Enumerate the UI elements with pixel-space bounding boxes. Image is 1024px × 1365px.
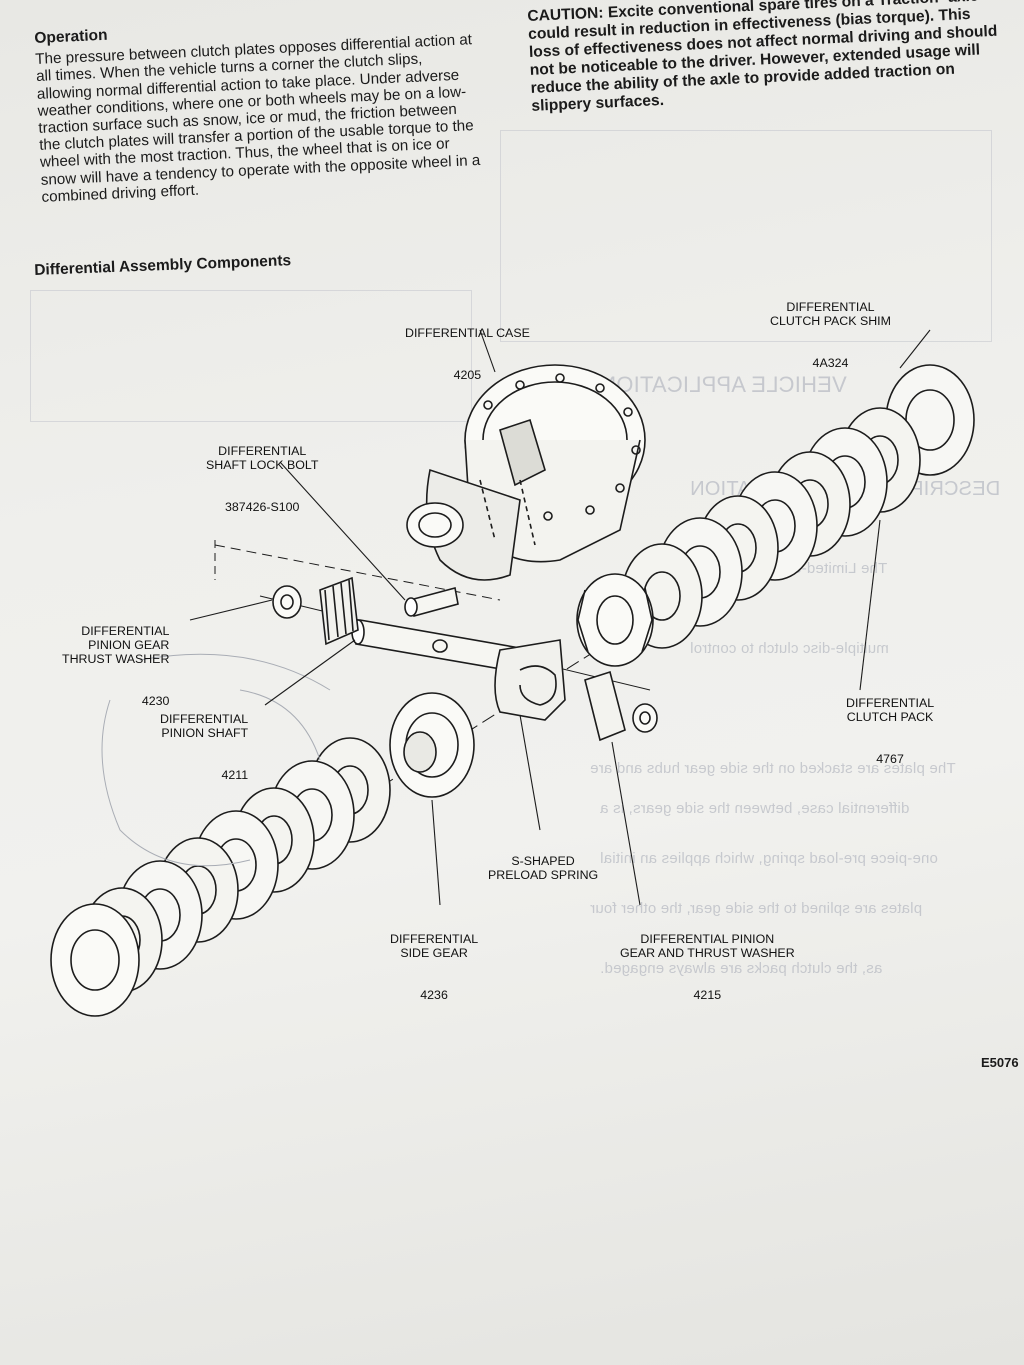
- pinion-thrust-washer-label: DIFFERENTIAL PINION GEAR THRUST WASHER 4…: [62, 596, 169, 736]
- pinion-shaft: [351, 619, 521, 673]
- shim-label-part: 4A324: [812, 356, 849, 370]
- lock-bolt: [404, 587, 459, 617]
- housing-sketch: [101, 653, 331, 867]
- clutch-pack-label-part: 4767: [876, 752, 904, 766]
- clutch-pack-label: DIFFERENTIAL CLUTCH PACK 4767: [846, 668, 934, 794]
- spring-label-name: S-SHAPED PRELOAD SPRING: [488, 854, 599, 882]
- shim-label: DIFFERENTIAL CLUTCH PACK SHIM 4A324: [770, 272, 891, 398]
- pinion-gear-label: DIFFERENTIAL PINION GEAR AND THRUST WASH…: [620, 904, 795, 1030]
- case-label: DIFFERENTIAL CASE 4205: [405, 298, 530, 410]
- bleed-through-table: [30, 290, 472, 422]
- spring-label: S-SHAPED PRELOAD SPRING: [488, 826, 598, 910]
- preload-spring: [494, 639, 566, 721]
- lock-bolt-label-name: DIFFERENTIAL SHAFT LOCK BOLT: [206, 444, 319, 472]
- side-gear-label-part: 4236: [420, 988, 448, 1002]
- upper-side-gear: [576, 573, 654, 667]
- leader-lines: [189, 329, 931, 906]
- shim-label-name: DIFFERENTIAL CLUTCH PACK SHIM: [770, 300, 891, 328]
- side-gear-label-name: DIFFERENTIAL SIDE GEAR: [390, 932, 479, 960]
- pinion-thrust-washer-label-part: 4230: [141, 694, 170, 708]
- pinion-shaft-label: DIFFERENTIAL PINION SHAFT 4211: [160, 684, 248, 810]
- pinion-shaft-label-name: DIFFERENTIAL PINION SHAFT: [160, 712, 249, 740]
- left-pinion-gear: [272, 576, 359, 646]
- pinion-gear-label-name: DIFFERENTIAL PINION GEAR AND THRUST WASH…: [620, 932, 795, 960]
- case-label-name: DIFFERENTIAL CASE: [405, 326, 530, 340]
- case-label-part: 4205: [453, 368, 482, 382]
- lock-bolt-label-part: 387426-S100: [225, 500, 300, 514]
- lock-bolt-label: DIFFERENTIAL SHAFT LOCK BOLT 387426-S100: [206, 416, 318, 542]
- side-gear-label: DIFFERENTIAL SIDE GEAR 4236: [390, 904, 478, 1030]
- figure-code: E5076: [981, 1055, 1019, 1070]
- pinion-gear-label-part: 4215: [693, 988, 722, 1002]
- pinion-shaft-label-part: 4211: [221, 768, 249, 782]
- right-pinion-gear: [584, 670, 658, 742]
- clutch-pack-label-name: DIFFERENTIAL CLUTCH PACK: [846, 696, 935, 724]
- upper-clutch-pack: [621, 364, 975, 649]
- bleed-through-table: [500, 130, 992, 342]
- pinion-thrust-washer-label-name: DIFFERENTIAL PINION GEAR THRUST WASHER: [62, 624, 170, 666]
- differential-case: [406, 364, 646, 581]
- lower-side-gear: [389, 692, 475, 798]
- lower-clutch-pack: [50, 737, 391, 1017]
